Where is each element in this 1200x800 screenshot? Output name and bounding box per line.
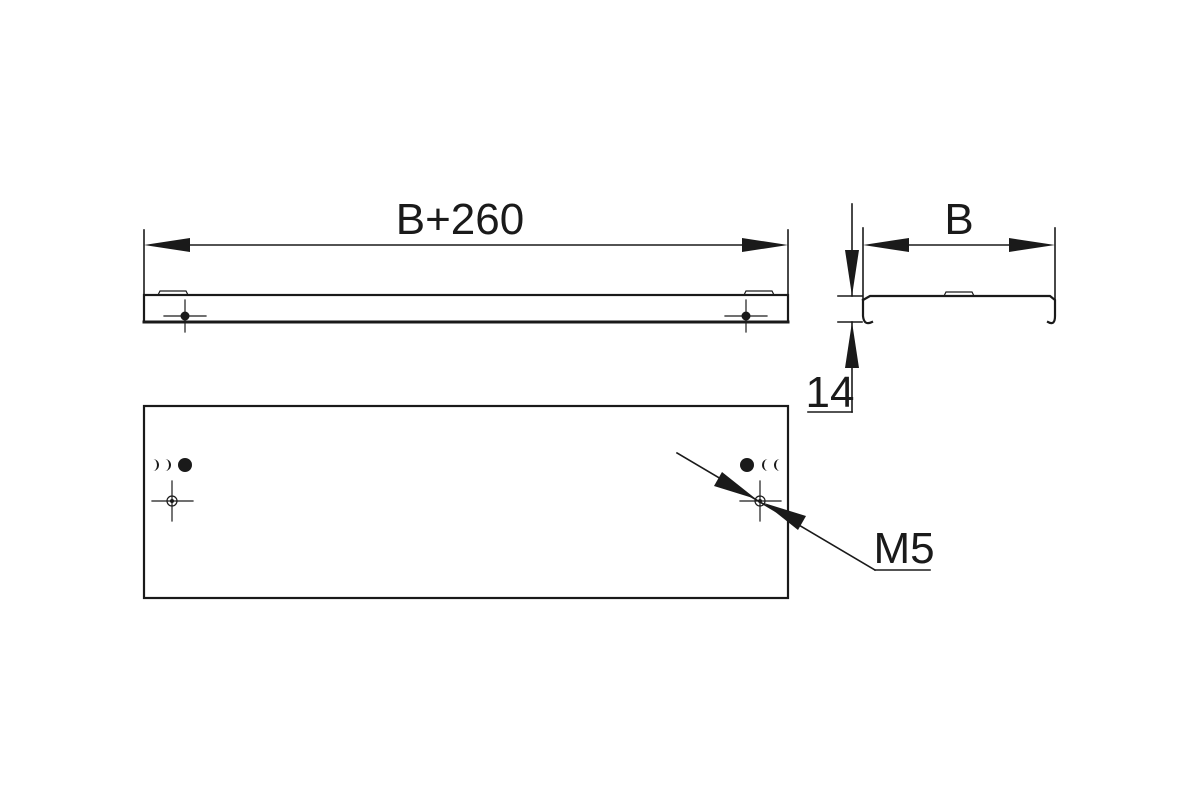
thread-arrowhead-upper [714, 472, 756, 499]
arrowhead-h-up [845, 322, 859, 368]
profile-body [142, 293, 790, 324]
cross-section-tab [943, 291, 975, 297]
hole-left-side [163, 299, 207, 333]
thread-arrowhead-lower [764, 503, 806, 530]
tab-left [157, 290, 189, 296]
side-elevation-view: B+260 [142, 195, 790, 333]
arrowhead-b-right [1009, 238, 1055, 252]
cross-section-left-lip [861, 298, 874, 325]
hole-right-plan [739, 480, 782, 522]
arrowhead-left [144, 238, 190, 252]
orientation-mark-left [153, 458, 192, 472]
arrowhead-h-down [845, 250, 859, 296]
hole-left-plan [151, 480, 194, 522]
hole-right-side [724, 299, 768, 333]
arrowhead-b-left [863, 238, 909, 252]
cross-section-view: B 14 [806, 195, 1057, 417]
plate-outline [142, 404, 790, 600]
thread-label: M5 [873, 524, 934, 573]
height-dimension-label: 14 [806, 368, 855, 417]
tab-right [743, 290, 775, 296]
plan-view: M5 [142, 404, 935, 600]
width-dimension-label: B [944, 195, 973, 244]
length-dimension-label: B+260 [396, 195, 524, 244]
cross-section-profile [861, 294, 1057, 325]
orientation-mark-right [740, 458, 780, 472]
arrowhead-right [742, 238, 788, 252]
